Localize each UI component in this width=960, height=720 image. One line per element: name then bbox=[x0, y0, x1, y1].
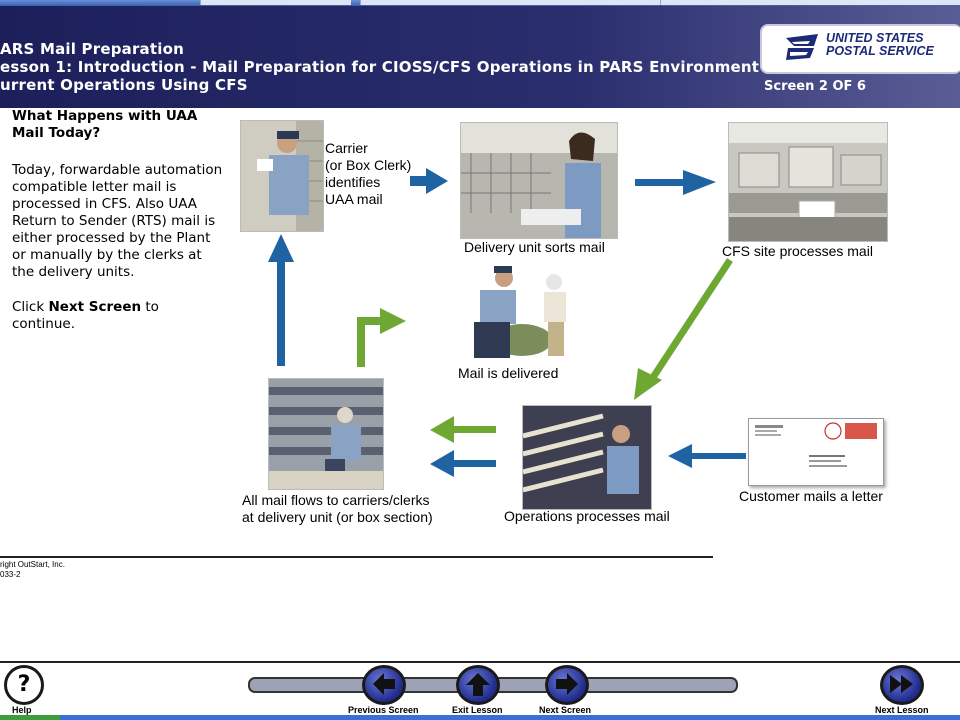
usps-logo: UNITED STATES POSTAL SERVICE bbox=[760, 24, 960, 74]
course-title: ARS Mail Preparation bbox=[0, 40, 184, 58]
lesson-title: esson 1: Introduction - Mail Preparation… bbox=[0, 58, 760, 76]
screen-title: urrent Operations Using CFS bbox=[0, 76, 248, 94]
previous-screen-button[interactable] bbox=[362, 665, 406, 705]
logo-line1: UNITED STATES bbox=[826, 31, 924, 45]
exit-lesson-button[interactable] bbox=[456, 665, 500, 705]
arrow-right-icon bbox=[556, 673, 578, 695]
arrow-up-icon bbox=[466, 673, 490, 696]
delivery-unit-photo bbox=[460, 122, 618, 239]
all-mail-caption: All mail flows to carriers/clerks at del… bbox=[242, 492, 433, 525]
logo-line2: POSTAL SERVICE bbox=[826, 44, 934, 58]
copyright-notice: right OutStart, Inc. 033-2 bbox=[0, 560, 65, 579]
intro-text-panel: What Happens with UAA Mail Today? Today,… bbox=[12, 108, 224, 351]
arrow-right-icon bbox=[635, 170, 716, 195]
operations-caption: Operations processes mail bbox=[504, 508, 670, 524]
arrow-bent-green-icon bbox=[357, 308, 406, 367]
eagle-icon bbox=[786, 34, 818, 60]
mail-delivered-photo bbox=[444, 260, 584, 364]
exit-lesson-label[interactable]: Exit Lesson bbox=[452, 705, 503, 715]
taskbar-strip bbox=[0, 715, 960, 720]
arrow-left-icon bbox=[668, 444, 746, 468]
box-section-photo bbox=[268, 378, 384, 490]
screen-counter: Screen 2 OF 6 bbox=[764, 79, 866, 94]
operations-photo bbox=[522, 405, 652, 510]
fast-forward-icon bbox=[890, 675, 913, 693]
help-label[interactable]: Help bbox=[12, 705, 32, 715]
next-screen-emphasis: Next Screen bbox=[48, 299, 142, 315]
arrow-up-icon bbox=[268, 234, 294, 366]
delivery-unit-caption: Delivery unit sorts mail bbox=[464, 239, 605, 255]
customer-caption: Customer mails a letter bbox=[739, 488, 883, 504]
cfs-site-photo bbox=[728, 122, 888, 242]
section-heading: What Happens with UAA Mail Today? bbox=[12, 108, 198, 141]
arrow-left-icon bbox=[373, 673, 395, 695]
previous-screen-label[interactable]: Previous Screen bbox=[348, 705, 419, 715]
next-lesson-button[interactable] bbox=[880, 665, 924, 705]
next-lesson-label[interactable]: Next Lesson bbox=[875, 705, 929, 715]
delivered-caption: Mail is delivered bbox=[458, 365, 559, 381]
letter-envelope-image bbox=[748, 418, 884, 486]
arrow-diagonal-green-icon bbox=[634, 258, 733, 400]
instruction-paragraph: Click Next Screen to continue. bbox=[12, 299, 159, 332]
navigation-bar: ? Help Previous Screen Exit Lesson Next … bbox=[0, 661, 960, 717]
lesson-header: ARS Mail Preparation esson 1: Introducti… bbox=[0, 6, 960, 108]
content-divider bbox=[0, 556, 713, 558]
carrier-caption: Carrier (or Box Clerk) identifies UAA ma… bbox=[325, 140, 412, 207]
next-screen-button[interactable] bbox=[545, 665, 589, 705]
carrier-photo bbox=[240, 120, 324, 232]
browser-top-strip bbox=[0, 0, 960, 6]
flow-arrows bbox=[268, 168, 746, 477]
arrow-left-icon bbox=[430, 450, 496, 477]
arrow-right-icon bbox=[410, 168, 448, 194]
next-screen-label[interactable]: Next Screen bbox=[539, 705, 592, 715]
help-button[interactable]: ? bbox=[4, 665, 44, 705]
mail-flow-diagram: Carrier (or Box Clerk) identifies UAA ma… bbox=[230, 110, 960, 550]
intro-paragraph: Today, forwardable automation compatible… bbox=[12, 162, 223, 280]
arrow-left-green-icon bbox=[430, 416, 496, 443]
cfs-caption: CFS site processes mail bbox=[722, 243, 873, 259]
